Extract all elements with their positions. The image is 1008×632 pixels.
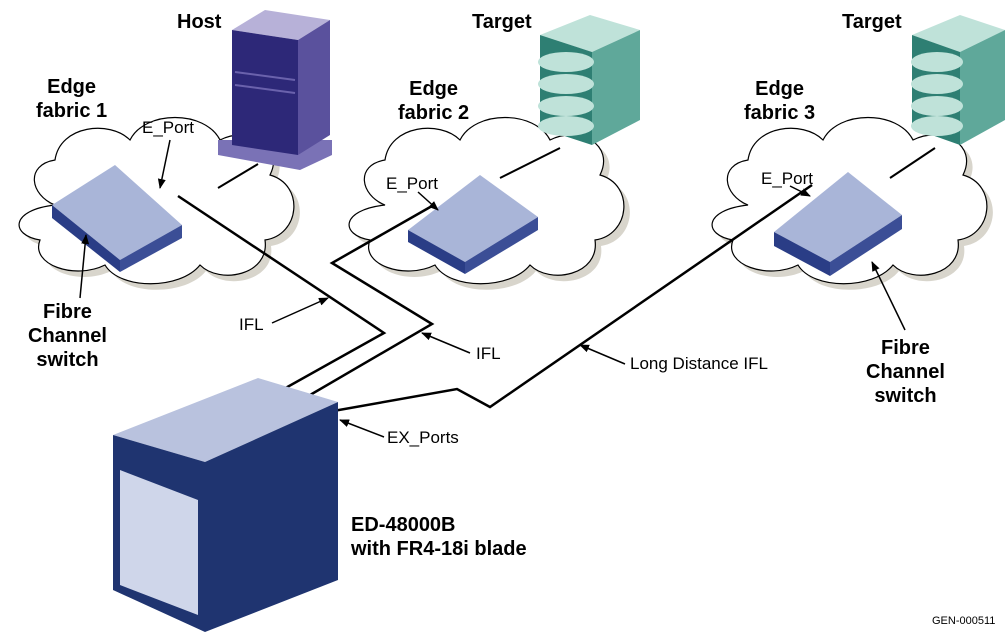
long-distance-ifl-label: Long Distance IFL — [630, 354, 768, 373]
ifl-path-2 — [297, 204, 435, 404]
fc-switch-1-arrow — [79, 234, 90, 299]
ed-48000b-director-icon — [113, 378, 338, 632]
ifl-1-arrow — [271, 297, 329, 324]
ifl-path-1 — [177, 194, 387, 397]
e-port-2-label: E_Port — [386, 174, 438, 193]
ifl-2-label: IFL — [476, 344, 501, 363]
long-distance-ifl-arrow — [579, 344, 626, 365]
fc-switch-3-icon — [774, 172, 902, 276]
host-link — [217, 163, 259, 189]
e-port-1-label: E_Port — [142, 118, 194, 137]
ifl-1-label: IFL — [239, 315, 264, 334]
long-distance-ifl-path — [321, 183, 813, 415]
e-port-2-arrow — [417, 191, 439, 211]
ex-ports-label: EX_Ports — [387, 428, 459, 447]
host-server-icon — [218, 10, 332, 170]
target-2-link — [889, 147, 936, 179]
figure-id: GEN-000511 — [932, 615, 996, 627]
ifl-2-arrow — [421, 332, 471, 354]
target-2-label: Target — [842, 11, 902, 33]
ex-ports-arrow — [339, 419, 385, 438]
host-label: Host — [177, 11, 222, 33]
target-storage-2-icon — [911, 15, 1005, 145]
e-port-1-arrow — [157, 139, 171, 189]
target-1-link — [499, 147, 561, 179]
target-storage-1-icon — [538, 15, 640, 145]
fc-switch-2-arrow — [871, 261, 906, 331]
target-1-label: Target — [472, 11, 532, 33]
e-port-3-arrow — [789, 185, 811, 197]
fc-switch-2-icon — [408, 175, 538, 274]
e-port-3-label: E_Port — [761, 169, 813, 188]
